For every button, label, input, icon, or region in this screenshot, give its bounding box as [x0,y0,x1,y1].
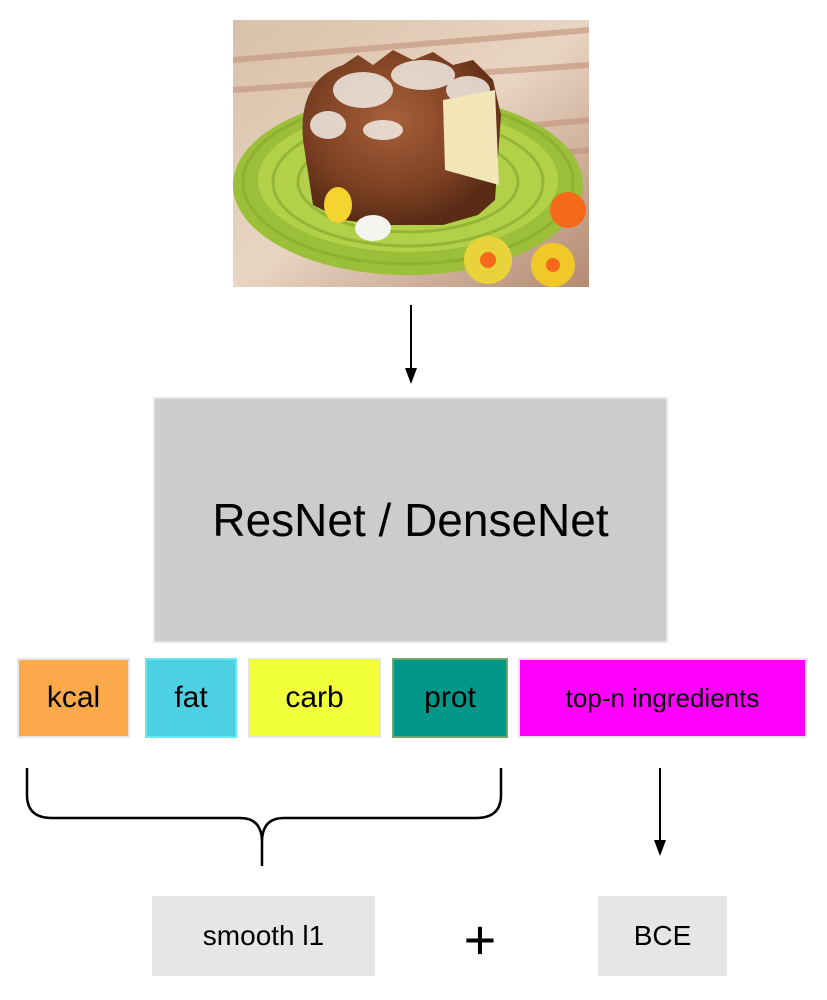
input-food-photo [233,20,589,287]
head-fat-label: fat [174,681,208,714]
head-carb-label: carb [285,681,344,714]
head-kcal: kcal [17,658,130,738]
loss-bce: BCE [598,896,727,976]
arrow-ingredients-to-bce-head [654,840,666,856]
arrow-photo-to-backbone-head [405,368,417,384]
loss-bce-label: BCE [633,920,692,951]
head-prot-label: prot [424,681,476,714]
loss-smooth-l1-label: smooth l1 [202,920,325,951]
head-top-n-ingredients-label: top-n ingredients [565,682,760,713]
head-carb: carb [248,658,381,738]
backbone-box: ResNet / DenseNet [153,397,668,643]
head-kcal-label: kcal [46,681,101,714]
brace-regression-heads [25,768,503,866]
head-fat: fat [145,658,237,738]
loss-smooth-l1: smooth l1 [152,896,375,976]
backbone-label: ResNet / DenseNet [212,494,609,546]
plus-operator: + [463,908,497,971]
head-prot: prot [392,658,508,738]
head-top-n-ingredients: top-n ingredients [518,658,807,738]
